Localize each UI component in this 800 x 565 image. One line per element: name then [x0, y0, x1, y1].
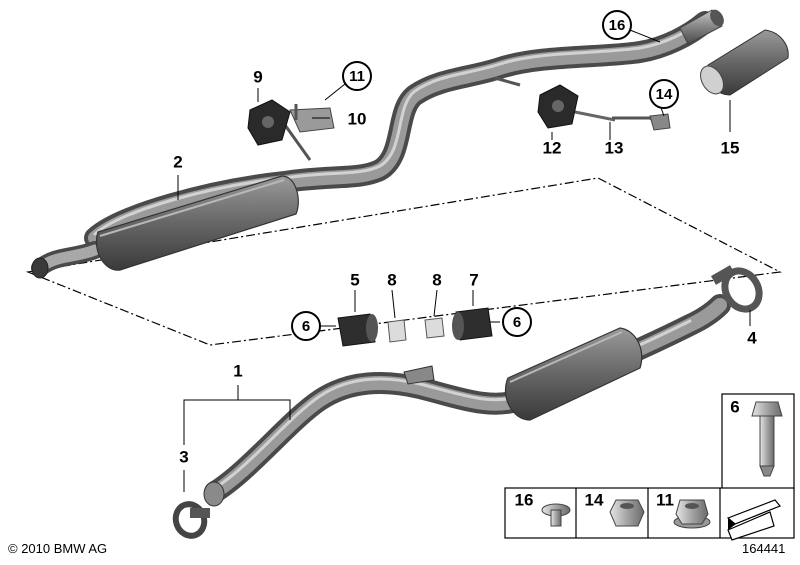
callout-13: 13 [604, 138, 624, 158]
nut-14-drawing [609, 499, 645, 527]
upper-muffler [95, 175, 299, 271]
callout-11: 11 [342, 61, 372, 91]
upper-exhaust-assembly [31, 9, 724, 279]
callout-1: 1 [233, 361, 243, 381]
legend-dividers [575, 488, 721, 538]
callout-14: 14 [649, 79, 679, 109]
legend-label-14: 14 [584, 490, 604, 510]
callout-15: 15 [720, 138, 740, 158]
bolt-6-drawing [751, 401, 783, 477]
nut-11-drawing [673, 499, 711, 529]
tailpipe-trim-15 [700, 29, 789, 96]
clamp-3 [172, 501, 210, 539]
legend-label-11: 11 [656, 490, 674, 510]
callout-3: 3 [179, 447, 189, 467]
callout-5: 5 [350, 270, 360, 290]
callout-9: 9 [253, 67, 263, 87]
callout-8-left: 8 [387, 270, 397, 290]
lower-exhaust-assembly [203, 294, 731, 507]
bracket-14 [649, 113, 671, 131]
legend-label-6: 6 [730, 397, 740, 417]
callout-10: 10 [347, 109, 367, 129]
lower-muffler [504, 327, 643, 421]
bushing-5 [337, 313, 378, 347]
rubber-mount-9 [247, 99, 291, 146]
bushing-7 [452, 307, 493, 341]
callout-7: 7 [469, 270, 479, 290]
legend-label-16: 16 [514, 490, 534, 510]
callout-16: 16 [602, 10, 632, 40]
assembly-outline [25, 177, 782, 346]
callout-8-right: 8 [432, 270, 442, 290]
spacer-8b [424, 317, 445, 339]
screw-16-drawing [541, 503, 571, 527]
bracket-10 [289, 104, 335, 133]
rubber-mount-12 [537, 84, 579, 129]
clamp-4 [710, 265, 763, 313]
callout-12: 12 [542, 138, 562, 158]
image-number: 164441 [742, 541, 786, 556]
callout-6-right: 6 [502, 307, 532, 337]
callout-4: 4 [747, 328, 757, 348]
arrow-icon [726, 499, 781, 541]
callout-2: 2 [173, 152, 183, 172]
spacer-8a [387, 319, 407, 343]
leader-lines [177, 29, 751, 492]
callout-6-left: 6 [291, 311, 321, 341]
copyright-text: © 2010 BMW AG [8, 541, 108, 556]
